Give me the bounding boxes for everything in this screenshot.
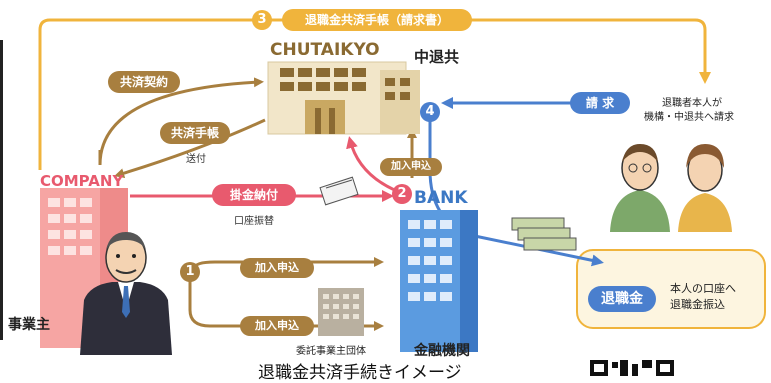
chutaikyo-building bbox=[267, 61, 420, 135]
caption: 退職金共済手続きイメージ bbox=[258, 363, 462, 383]
enroll1-top-label: 加入申込 bbox=[240, 258, 314, 278]
bank-building bbox=[400, 210, 478, 352]
step4-number: 4 bbox=[420, 102, 440, 122]
enroll-bank-label: 加入申込 bbox=[380, 158, 442, 176]
chutaikyo-name-ja: 中退共 bbox=[414, 48, 460, 66]
handbook-sub-label: 送付 bbox=[186, 154, 206, 165]
left-border bbox=[0, 40, 3, 340]
request-label: 請 求 bbox=[570, 92, 630, 114]
organization-building bbox=[318, 288, 364, 336]
premium-payment-label: 掛金納付 bbox=[212, 184, 296, 206]
bank-name-en: BANK bbox=[414, 188, 468, 208]
contract-arrow bbox=[98, 77, 264, 166]
business-owner-label: 事業主 bbox=[8, 317, 50, 333]
company-name-en: COMPANY bbox=[40, 172, 124, 190]
business-owner-figure bbox=[80, 232, 172, 355]
step1-number: 1 bbox=[180, 262, 200, 282]
chutaikyo-name-en: CHUTAIKYO bbox=[270, 40, 380, 60]
step2-number: 2 bbox=[392, 184, 412, 204]
step3-number: 3 bbox=[252, 10, 272, 30]
qr-code-icon bbox=[590, 360, 674, 376]
payout-note-line1: 本人の口座へ bbox=[670, 282, 736, 295]
handbook-arrow bbox=[114, 118, 266, 179]
retiree-note-line2: 機構・中退共へ請求 bbox=[644, 112, 734, 123]
cash-stack-icon bbox=[511, 217, 577, 251]
payout-note-line2: 退職金振込 bbox=[670, 298, 725, 311]
account-transfer-label: 口座振替 bbox=[234, 216, 274, 227]
retiree-note-line1: 退職者本人が bbox=[662, 98, 722, 109]
enroll1-bottom-label: 加入申込 bbox=[240, 316, 314, 336]
enroll1-bottom-arrow bbox=[188, 275, 384, 331]
payout-label: 退職金 bbox=[588, 286, 656, 312]
step3-label: 退職金共済手帳（請求書） bbox=[282, 9, 472, 31]
retiree-couple-figure bbox=[610, 144, 732, 232]
handbook-label: 共済手帳 bbox=[160, 122, 230, 144]
contract-label: 共済契約 bbox=[108, 71, 180, 93]
money-envelope bbox=[319, 176, 359, 206]
organization-label: 委託事業主団体 bbox=[296, 346, 366, 357]
bank-name-ja: 金融機関 bbox=[414, 343, 470, 359]
